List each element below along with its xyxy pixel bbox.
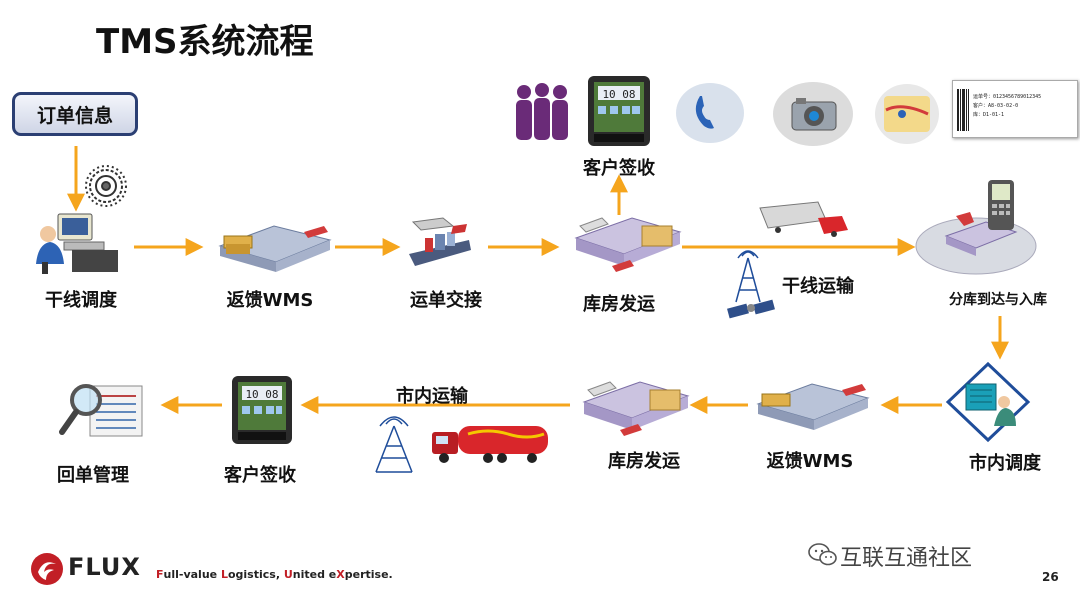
slogan-p4: pertise. <box>344 568 393 581</box>
slogan-f: F <box>156 568 164 581</box>
phone-clock-bottom: 10 08 <box>245 388 278 401</box>
smartphone-icon: 10 08 <box>588 76 650 146</box>
slogan-p3: nited e <box>292 568 337 581</box>
barcode-line-2: 客户：A8-03-02-0 <box>973 103 1019 109</box>
flux-logo-icon <box>31 553 63 585</box>
barcode-line-1: 运单号：0123456789012345 <box>973 94 1042 100</box>
label-dispatch-trunk: 干线调度 <box>45 290 117 311</box>
conveyor-wms-icon <box>218 225 332 272</box>
slogan-p2: ogistics, <box>227 568 284 581</box>
camera-icon <box>773 82 853 146</box>
people-icon <box>516 83 568 140</box>
smartphone-icon-bottom: 10 08 <box>232 376 292 444</box>
slogan-x: X <box>336 568 345 581</box>
page-title: TMS系统流程 <box>96 22 314 62</box>
phone-clock-top: 10 08 <box>602 88 635 101</box>
page-number: 26 <box>1042 570 1059 584</box>
label-feedback-wms-2: 返馈WMS <box>766 451 854 472</box>
tanker-truck-icon <box>432 426 548 463</box>
wechat-account: 互联互通社区 <box>840 546 973 571</box>
operator-computer-icon <box>36 213 118 274</box>
label-receipt-mgmt: 回单管理 <box>57 465 129 486</box>
label-trunk-transport: 干线运输 <box>782 276 854 297</box>
barcode-icon <box>957 89 969 131</box>
warehouse-dispatch-icon <box>574 217 682 272</box>
slogan-l: L <box>220 568 228 581</box>
barcode-label: 运单号：0123456789012345 客户：A8-03-02-0 库：D1-… <box>952 80 1078 138</box>
wechat-icon <box>808 543 837 566</box>
warehouse-dispatch-icon-bottom <box>582 381 690 436</box>
label-waybill-handover: 运单交接 <box>410 290 482 311</box>
label-feedback-wms-1: 返馈WMS <box>226 290 314 311</box>
satellite-tower-icon <box>727 250 775 319</box>
radio-tower-icon <box>375 416 413 473</box>
receipt-magnifier-icon <box>59 384 143 437</box>
gear-icon <box>85 165 127 207</box>
flux-brand: FLUX <box>68 553 141 581</box>
label-branch-arrival: 分库到达与入库 <box>949 292 1047 308</box>
phone-call-icon <box>676 83 744 143</box>
label-city-dispatch: 市内调度 <box>969 453 1041 474</box>
branch-warehouse-icon <box>915 180 1037 275</box>
order-info-box: 订单信息 <box>12 92 138 136</box>
slogan: Full-value Logistics, United eXpertise. <box>156 568 393 581</box>
label-warehouse-dispatch-1: 库房发运 <box>583 294 655 315</box>
label-warehouse-dispatch-2: 库房发运 <box>608 451 680 472</box>
label-customer-sign-top: 客户签收 <box>583 158 655 179</box>
ship-icon <box>409 217 471 266</box>
label-customer-sign-bottom: 客户签收 <box>224 465 296 486</box>
city-dispatch-icon <box>945 361 1031 443</box>
trunk-truck-icon <box>759 201 848 237</box>
conveyor-wms-icon-bottom <box>756 383 870 430</box>
map-icon <box>875 84 939 144</box>
slogan-u: U <box>283 568 293 581</box>
barcode-line-3: 库：D1-01-1 <box>973 112 1005 118</box>
label-city-transport: 市内运输 <box>396 386 468 407</box>
slogan-p1: ull-value <box>163 568 221 581</box>
